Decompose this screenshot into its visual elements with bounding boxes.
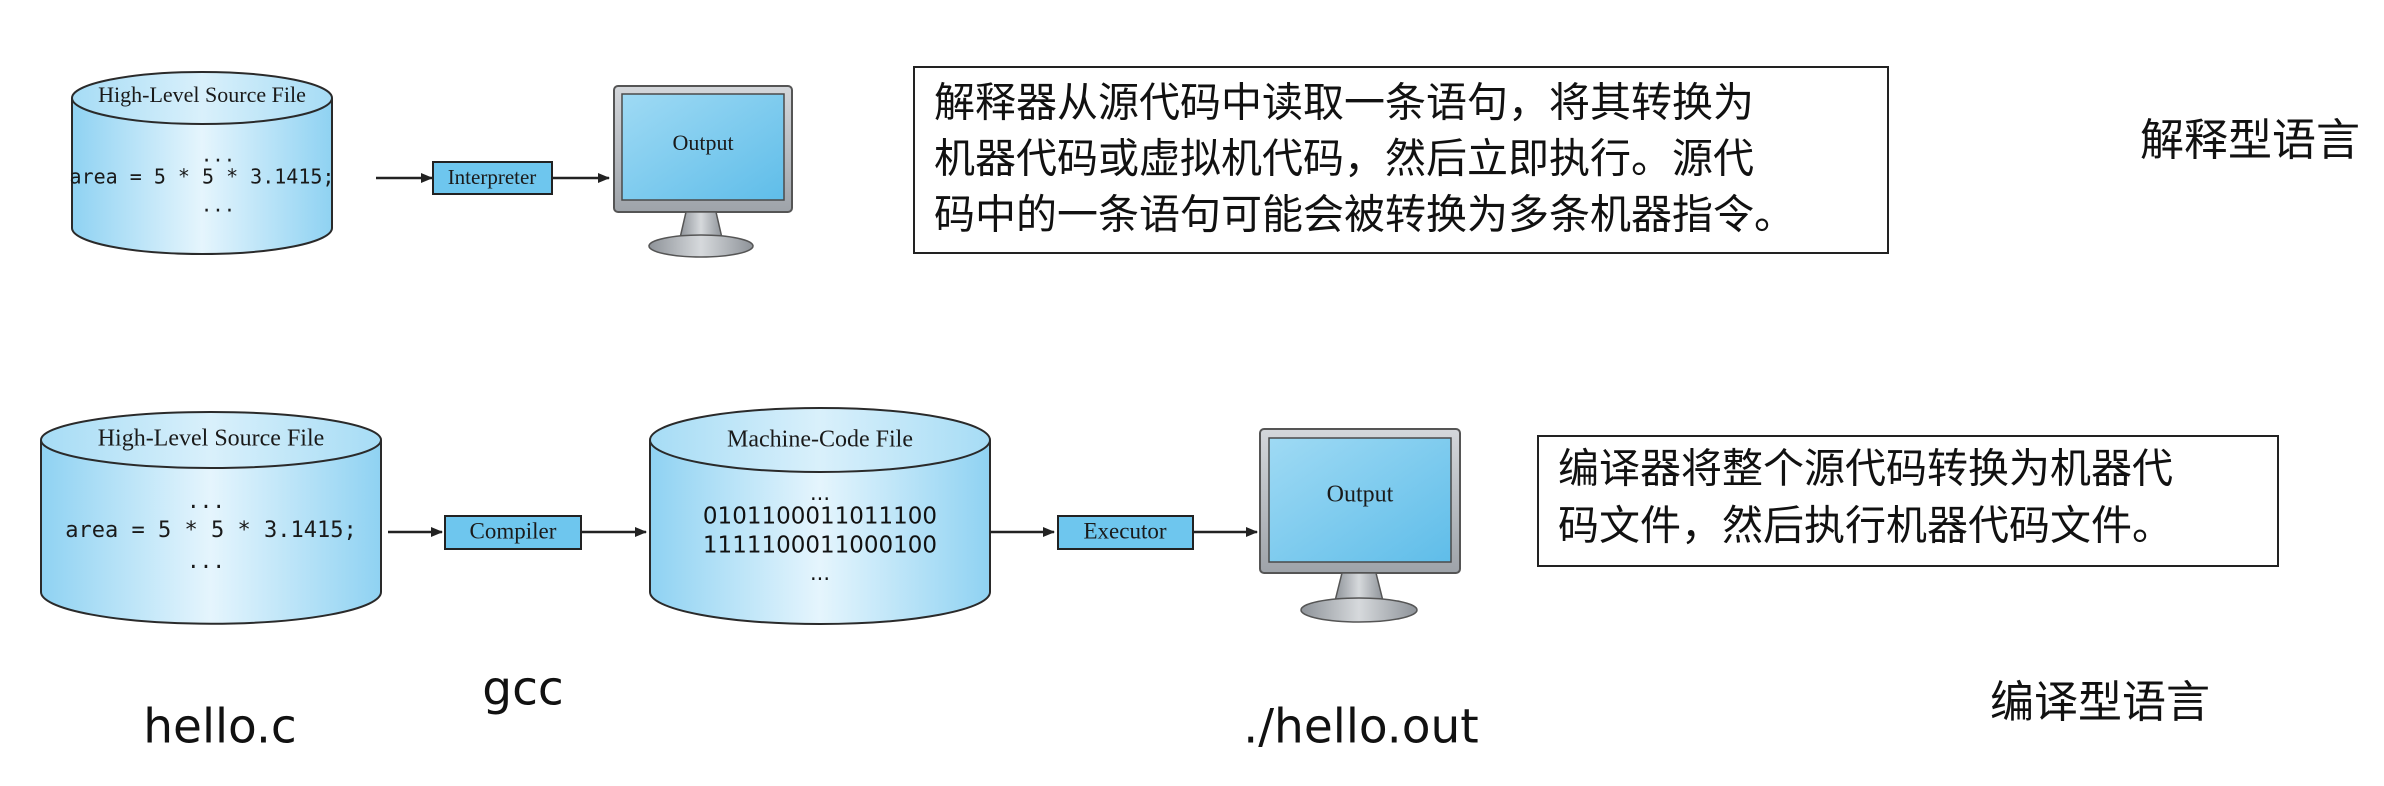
interpreter-description-line-2: 机器代码或虚拟机代码，然后立即执行。源代 xyxy=(934,135,1754,183)
executor-box: Executor xyxy=(1057,515,1194,550)
interpreter-description-box: 解释器从源代码中读取一条语句，将其转换为 机器代码或虚拟机代码，然后立即执行。源… xyxy=(913,66,1889,254)
caption-gcc: gcc xyxy=(482,662,564,717)
compiled-source-title: High-Level Source File xyxy=(98,426,325,452)
compiler-description-box: 编译器将整个源代码转换为机器代 码文件，然后执行机器代码文件。 xyxy=(1537,435,2279,567)
interpreted-source-title: High-Level Source File xyxy=(98,82,306,107)
machine-code-dots-bottom: ... xyxy=(810,561,830,585)
machine-code-line-2: 1111100011000100 xyxy=(703,533,937,559)
machine-code-line-1: 0101100011011100 xyxy=(703,504,937,530)
compiler-description-line-1: 编译器将整个源代码转换为机器代 xyxy=(1558,445,2173,493)
compiled-output-monitor: Output xyxy=(1259,428,1461,623)
interpreted-source-file-cylinder: High-Level Source File ... area = 5 * 5 … xyxy=(70,71,335,255)
interpreter-description-line-1: 解释器从源代码中读取一条语句，将其转换为 xyxy=(934,79,1754,127)
interpreter-box: Interpreter xyxy=(432,161,553,195)
interpreted-output-label: Output xyxy=(672,130,733,155)
interpreted-source-dots-top: ... xyxy=(201,145,235,167)
compiled-source-code: area = 5 * 5 * 3.1415; xyxy=(65,518,356,543)
caption-hello-c: hello.c xyxy=(143,700,297,755)
compiled-language-label: 编译型语言 xyxy=(1990,677,2210,728)
compiled-source-dots-bottom: ... xyxy=(187,549,225,573)
machine-code-file-cylinder: Machine-Code File ... 0101100011011100 1… xyxy=(649,407,991,625)
machine-code-title: Machine-Code File xyxy=(727,427,913,453)
compiled-output-label: Output xyxy=(1327,482,1394,508)
machine-code-dots-top: ... xyxy=(810,481,830,505)
interpreted-output-monitor: Output xyxy=(613,85,793,258)
interpreter-label: Interpreter xyxy=(448,165,537,189)
compiled-source-file-cylinder: High-Level Source File ... area = 5 * 5 … xyxy=(40,411,382,625)
compiler-description-line-2: 码文件，然后执行机器代码文件。 xyxy=(1558,502,2173,550)
compiler-label: Compiler xyxy=(470,518,557,543)
caption-hello-out: ./hello.out xyxy=(1243,700,1478,755)
interpreted-source-code: area = 5 * 5 * 3.1415; xyxy=(70,165,335,189)
interpreted-source-dots-bottom: ... xyxy=(201,195,235,217)
interpreted-language-label: 解释型语言 xyxy=(2140,115,2360,166)
interpreter-description-line-3: 码中的一条语句可能会被转换为多条机器指令。 xyxy=(934,191,1795,239)
compiled-source-dots-top: ... xyxy=(187,489,225,513)
compiler-box: Compiler xyxy=(444,515,582,550)
executor-label: Executor xyxy=(1083,518,1166,543)
